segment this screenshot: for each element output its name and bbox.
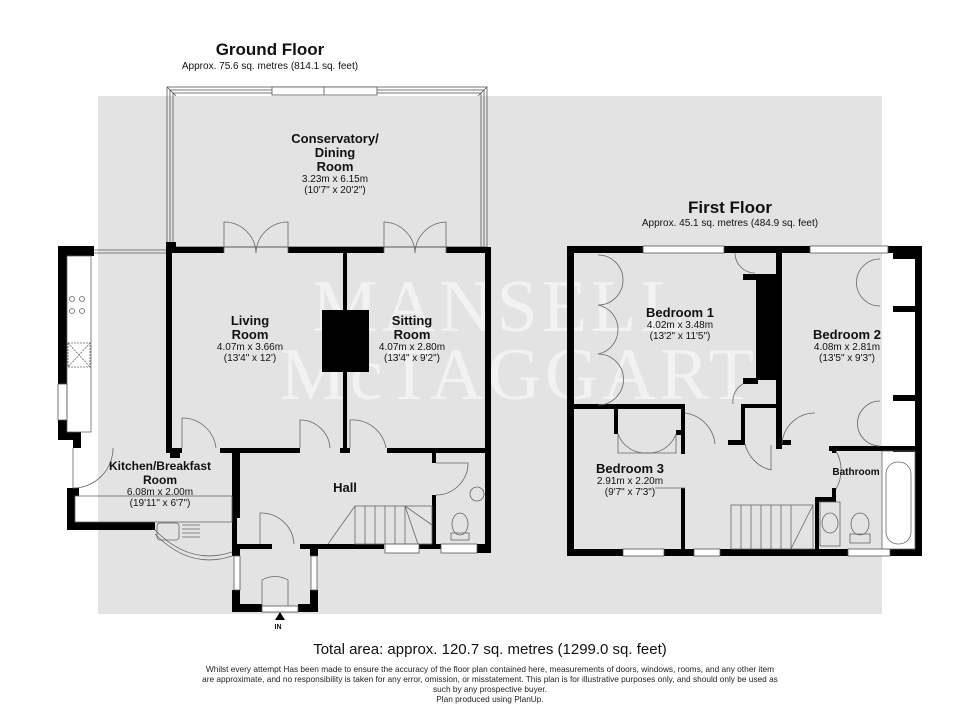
room-name: Living — [230, 313, 270, 328]
ground-floor-plan — [57, 86, 491, 620]
kitchen-worktops — [66, 255, 233, 561]
room-label-hall: Hall — [320, 481, 370, 495]
room-label-bedroom-2: Bedroom 2 4.08m x 2.81m (13'5" x 9'3") — [797, 327, 897, 365]
ground-floor-doors — [72, 221, 485, 606]
room-dimension-imperial: (19'11" x 6'7") — [129, 498, 191, 509]
room-dimension-metric: 4.08m x 2.81m — [813, 342, 881, 353]
room-label-sitting-room: Sitting Room 4.07m x 2.80m (13'4" x 9'2"… — [362, 313, 462, 365]
ground-floor-area: Approx. 75.6 sq. metres (814.1 sq. feet) — [181, 61, 359, 72]
room-label-bedroom-1: Bedroom 1 4.02m x 3.48m (13'2" x 11'5") — [630, 305, 730, 343]
room-dimension-imperial: (13'2" x 11'5") — [649, 331, 711, 342]
room-dimension-imperial: (10'7" x 20'2") — [304, 185, 366, 196]
room-name: Conservatory/ — [291, 131, 379, 146]
disclaimer-line: Whilst every attempt Has been made to en… — [205, 664, 775, 674]
room-name: Dining — [314, 145, 356, 160]
first-floor-area: Approx. 45.1 sq. metres (484.9 sq. feet) — [641, 218, 819, 229]
room-name: Bedroom 3 — [596, 461, 664, 476]
room-dimension-metric: 6.08m x 2.00m — [126, 487, 194, 498]
room-dimension-metric: 4.02m x 3.48m — [646, 320, 714, 331]
disclaimer: Whilst every attempt Has been made to en… — [150, 664, 830, 704]
ground-floor-title: Ground Floor — [215, 40, 325, 59]
disclaimer-line: Plan produced using PlanUp. — [436, 694, 544, 704]
room-name: Room — [316, 159, 354, 174]
room-label-bedroom-3: Bedroom 3 2.91m x 2.20m (9'7" x 7'3") — [580, 461, 680, 499]
room-name: Room — [393, 327, 431, 342]
first-floor-plan — [567, 245, 922, 557]
room-name: Room — [231, 327, 269, 342]
room-label-kitchen: Kitchen/Breakfast Room 6.08m x 2.00m (19… — [95, 459, 225, 509]
room-label-conservatory: Conservatory/ Dining Room 3.23m x 6.15m … — [260, 131, 410, 197]
room-dimension-metric: 3.23m x 6.15m — [301, 174, 369, 185]
room-name: Bedroom 1 — [646, 305, 714, 320]
disclaimer-line: are approximate, and no responsibility i… — [202, 674, 778, 684]
ground-floor-walls — [58, 242, 491, 612]
room-name: Hall — [333, 480, 357, 495]
room-dimension-metric: 2.91m x 2.20m — [596, 476, 664, 487]
room-name: Bedroom 2 — [813, 327, 881, 342]
room-name: Bathroom — [832, 467, 880, 478]
room-dimension-imperial: (9'7" x 7'3") — [604, 487, 656, 498]
room-dimension-metric: 4.07m x 2.80m — [378, 342, 446, 353]
first-floor-title: First Floor — [687, 198, 773, 217]
first-floor-walls — [567, 246, 922, 556]
room-dimension-imperial: (13'4" x 9'2") — [384, 353, 440, 364]
room-name: Room — [143, 473, 177, 487]
first-floor-fixtures — [597, 252, 916, 550]
disclaimer-line: such by any prospective buyer. — [433, 684, 547, 694]
room-label-bathroom: Bathroom — [828, 467, 884, 479]
entrance-arrow-icon — [275, 612, 285, 620]
room-dimension-imperial: (13'5" x 9'3") — [819, 353, 875, 364]
total-area: Total area: approx. 120.7 sq. metres (12… — [313, 641, 667, 658]
first-floor-windows — [622, 245, 891, 557]
room-label-living-room: Living Room 4.07m x 3.66m (13'4" x 12') — [200, 313, 300, 365]
entrance-label: IN — [274, 624, 282, 631]
room-name: Sitting — [391, 313, 433, 328]
room-dimension-metric: 4.07m x 3.66m — [216, 342, 284, 353]
room-dimension-imperial: (13'4" x 12') — [223, 353, 277, 364]
ground-floor-windows — [57, 249, 478, 613]
room-name: Kitchen/Breakfast — [108, 459, 212, 473]
